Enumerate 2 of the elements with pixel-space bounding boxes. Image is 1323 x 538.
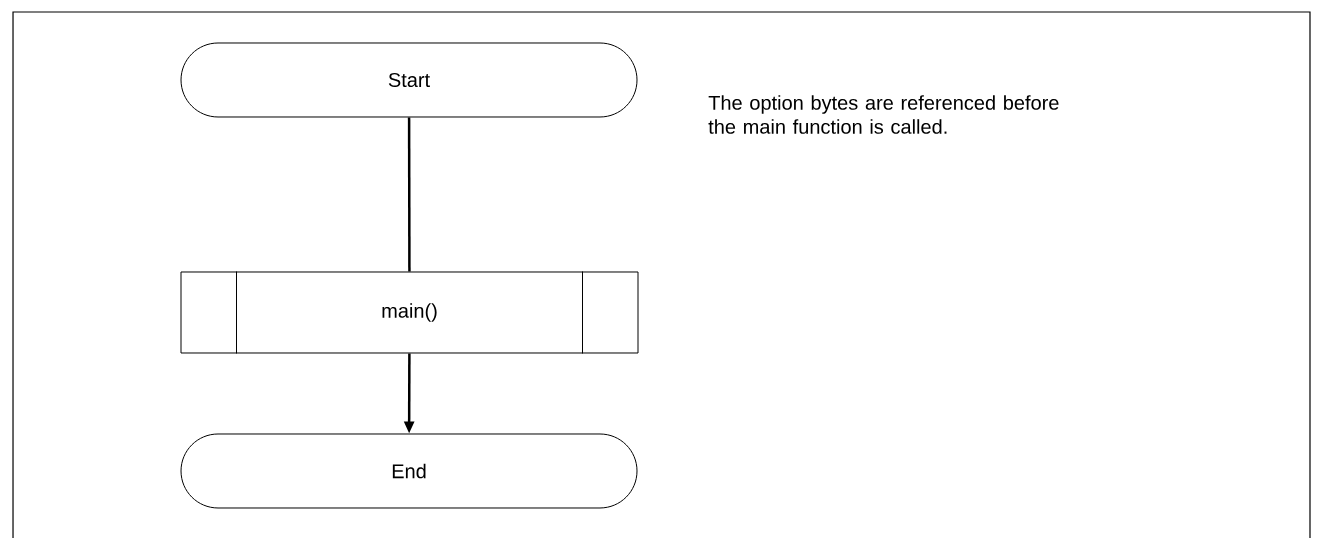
subroutine-box: main() [180, 271, 639, 354]
note-text: The option bytes are referenced before the main function is called. [708, 95, 1059, 134]
